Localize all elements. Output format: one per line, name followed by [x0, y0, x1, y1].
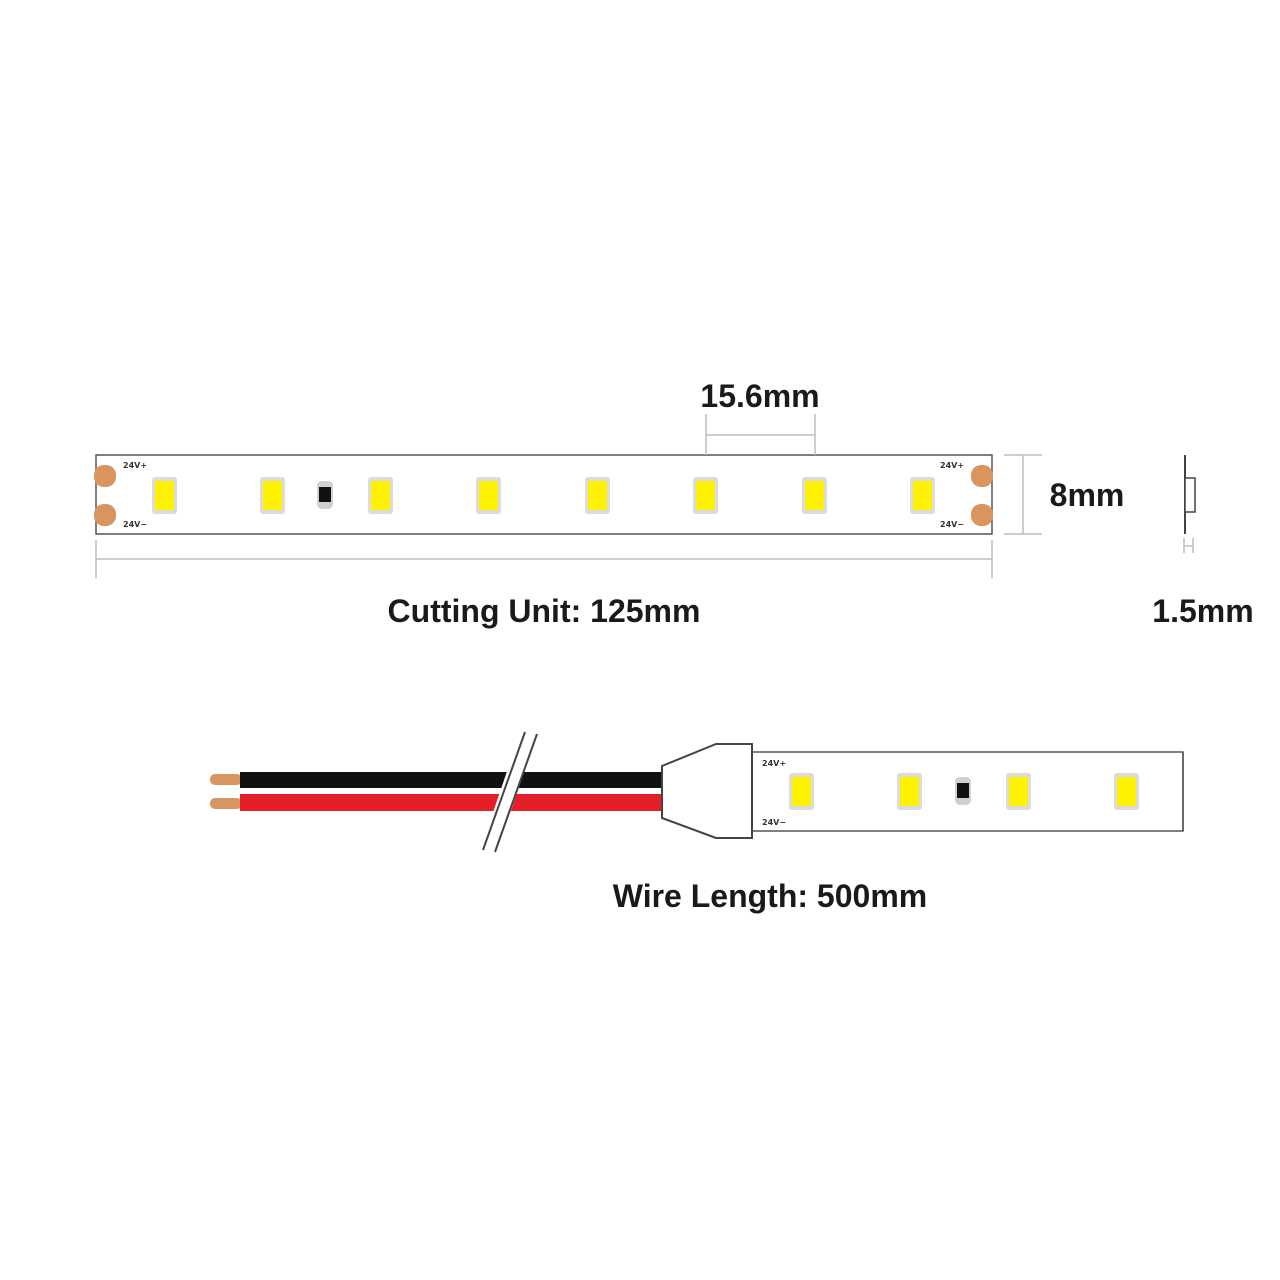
- pad-label-right-negative: 24V−: [940, 520, 964, 529]
- led-pitch-label: 15.6mm: [700, 378, 819, 414]
- strip-width-dimension: [1004, 454, 1042, 535]
- led-chip: [585, 477, 610, 514]
- copper-pad-left-bottom: [94, 504, 116, 526]
- wired-pad-label-positive: 24V+: [762, 759, 786, 768]
- led-chip: [152, 477, 177, 514]
- copper-pad-right-bottom: [971, 504, 993, 526]
- led-pitch-dimension: [705, 414, 816, 455]
- resistor-chip: [955, 777, 971, 805]
- copper-pad-right-top: [971, 465, 993, 487]
- resistor-chip: [317, 481, 333, 509]
- cutting-unit-strip: 24V+ 24V− 24V+ 24V−: [94, 454, 993, 535]
- wire-connector: [661, 743, 753, 839]
- pad-label-left-positive: 24V+: [123, 461, 147, 470]
- cutting-unit-label: Cutting Unit: 125mm: [388, 593, 701, 629]
- led-chip: [1114, 773, 1139, 810]
- led-chip: [260, 477, 285, 514]
- thickness-label: 1.5mm: [1152, 593, 1253, 629]
- thickness-dimension: [1183, 538, 1194, 553]
- red-wire: [240, 794, 662, 811]
- led-chip: [693, 477, 718, 514]
- led-chip: [1006, 773, 1031, 810]
- black-wire: [240, 772, 662, 788]
- led-chip: [476, 477, 501, 514]
- wire-length-label: Wire Length: 500mm: [613, 878, 927, 914]
- wire-tip-black: [210, 774, 242, 785]
- white-gap: [240, 788, 662, 794]
- copper-pad-left-top: [94, 465, 116, 487]
- wire-tip-red: [210, 798, 242, 809]
- led-chip: [910, 477, 935, 514]
- pad-label-right-positive: 24V+: [940, 461, 964, 470]
- wire-break-mark: [481, 730, 538, 853]
- led-chip: [897, 773, 922, 810]
- led-chip: [789, 773, 814, 810]
- pad-label-left-negative: 24V−: [123, 520, 147, 529]
- strip-width-label: 8mm: [1050, 477, 1125, 513]
- wired-pad-label-negative: 24V−: [762, 818, 786, 827]
- led-chip: [368, 477, 393, 514]
- strip-body: [95, 454, 993, 535]
- wired-strip: 24V+ 24V−: [210, 730, 1184, 853]
- cutting-unit-dimension: [95, 540, 993, 578]
- strip-side-profile: [1184, 455, 1196, 534]
- led-chip: [802, 477, 827, 514]
